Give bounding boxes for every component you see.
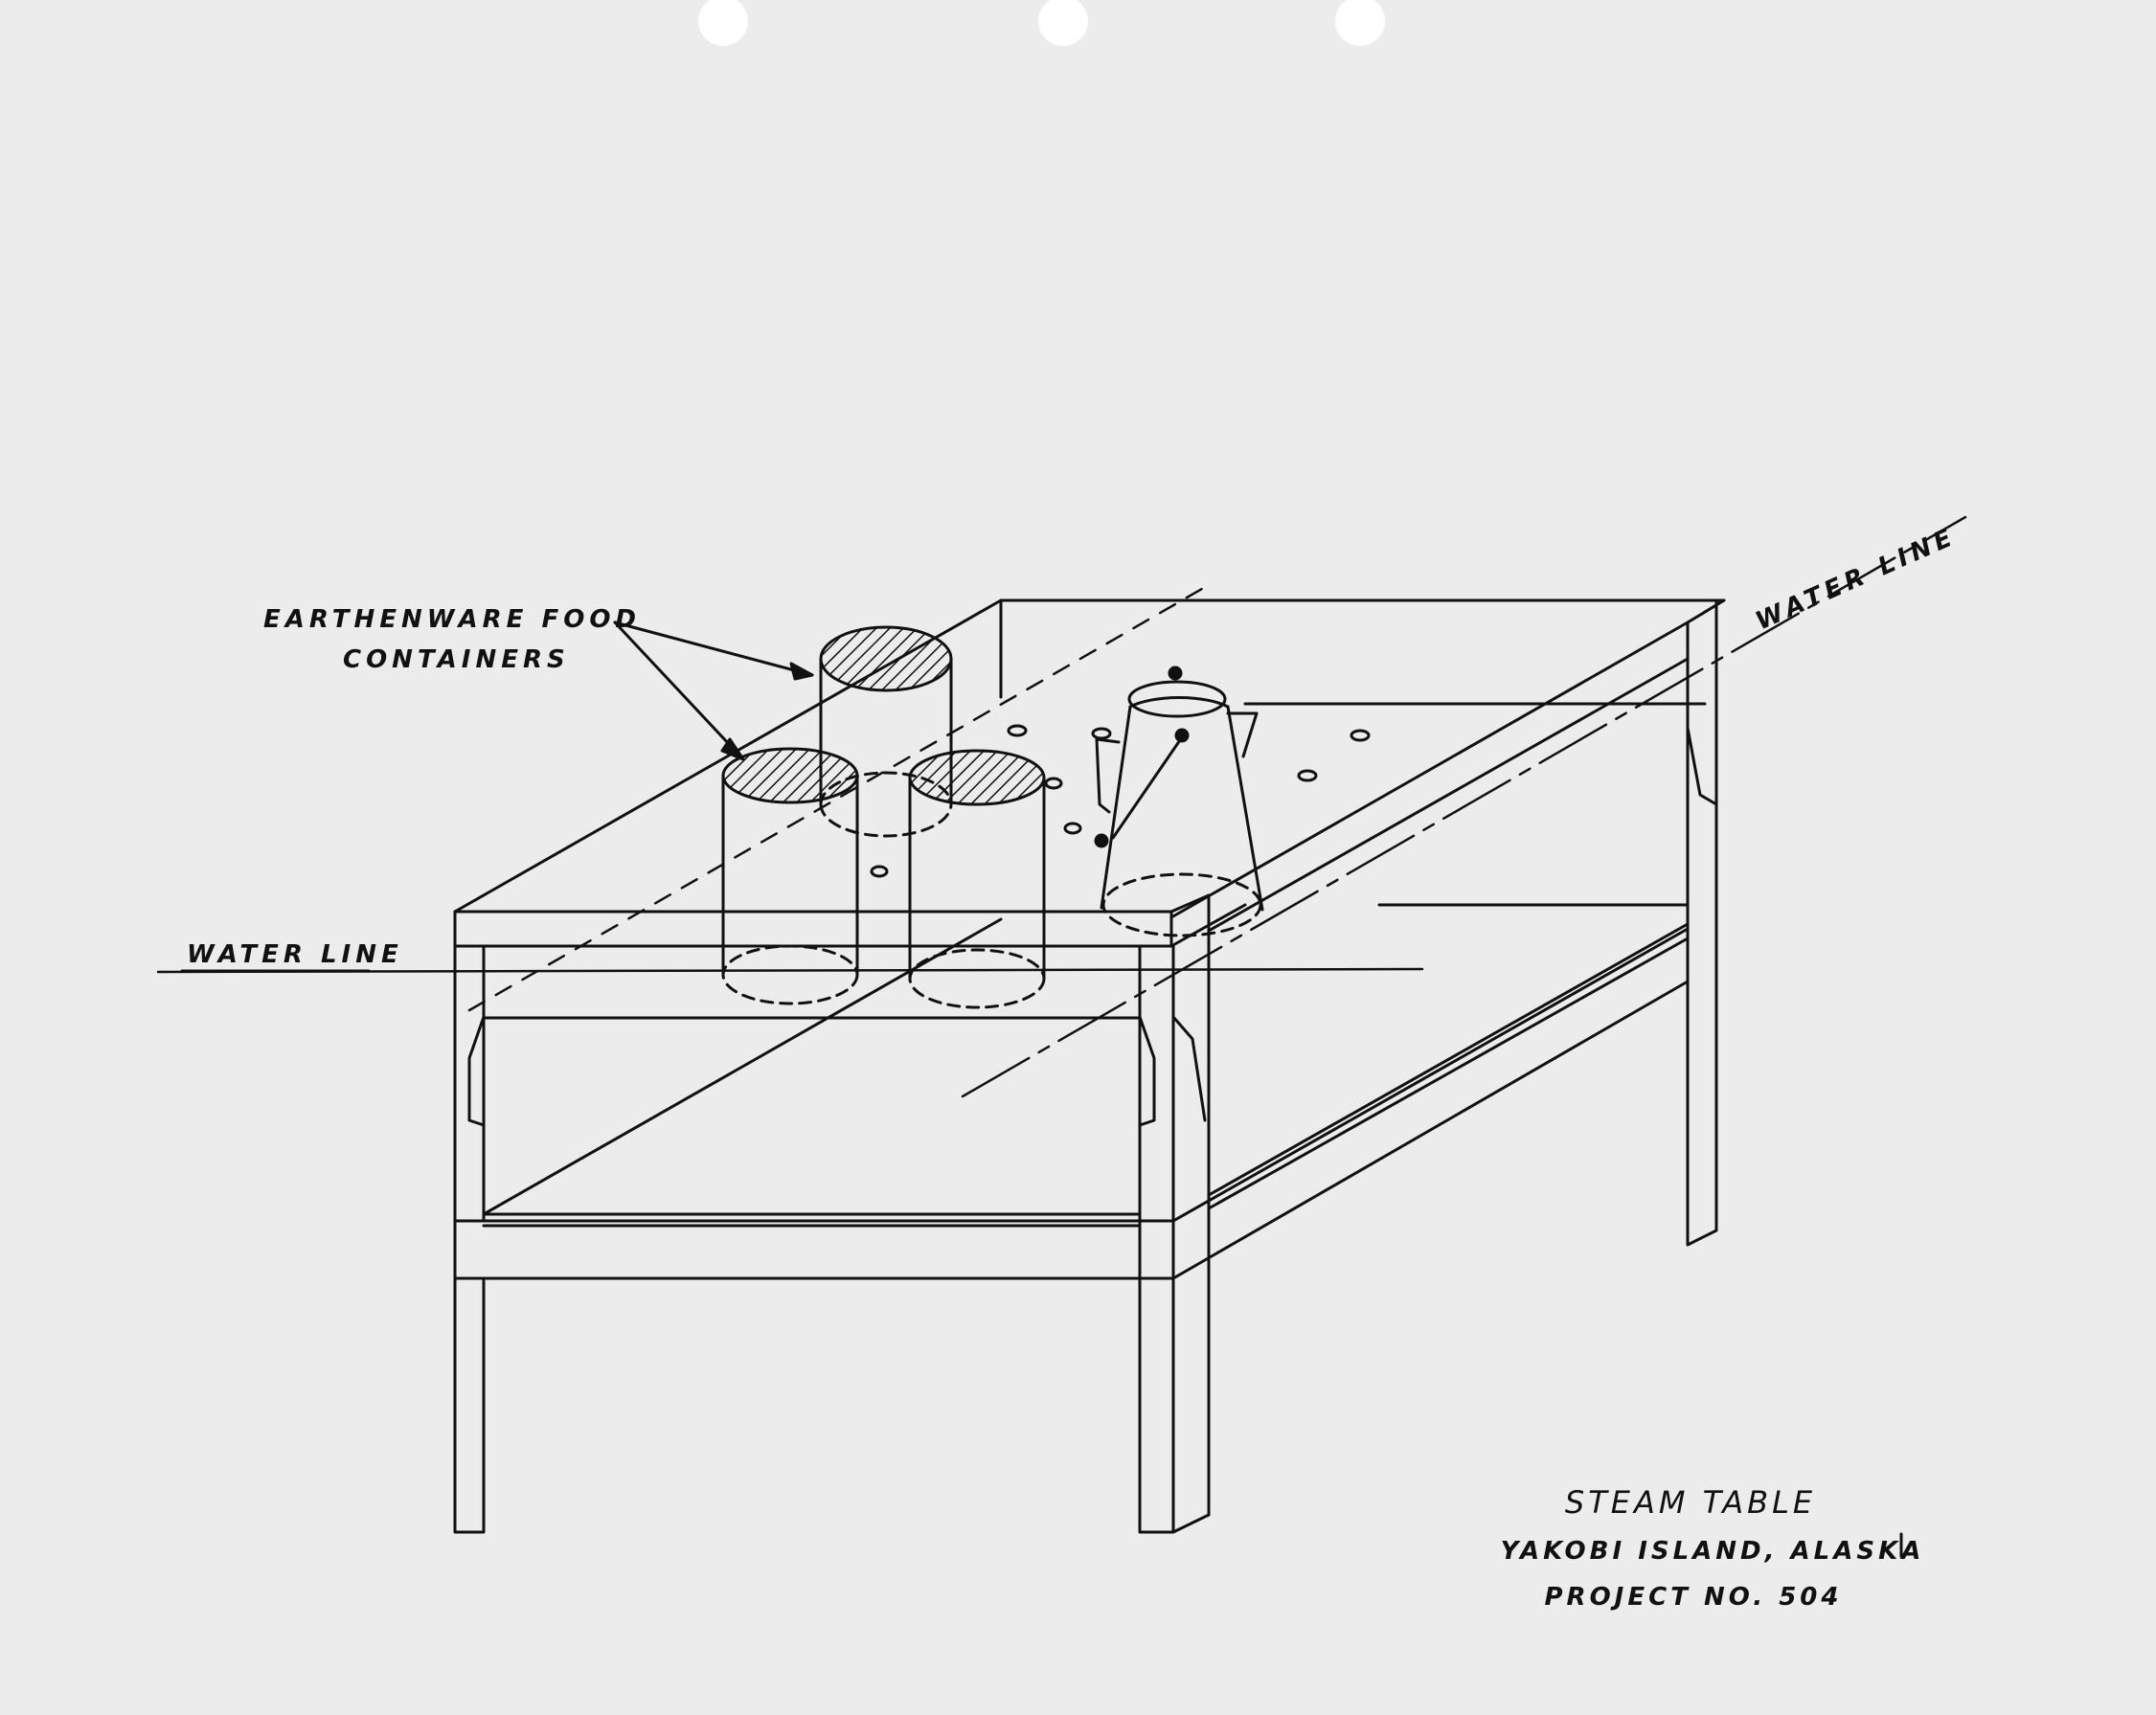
- food-container-front-right: [908, 749, 1046, 1009]
- table-back-wall: [999, 598, 1726, 699]
- lower-apron: [453, 927, 1690, 1280]
- water-line-left-label: WATER LINE: [187, 940, 403, 969]
- title-block-project: PROJECT NO. 504: [1545, 1583, 1843, 1612]
- title-block-title: STEAM TABLE: [1565, 1484, 1816, 1521]
- tray-front-rim: [453, 893, 1211, 948]
- water-line-right: [467, 515, 1967, 1098]
- water-line-left: [156, 967, 1424, 974]
- tray-inner-lines: [482, 903, 1690, 1216]
- tray-side-rim: [1169, 657, 1690, 948]
- drain-holes: [870, 724, 1371, 878]
- containers-label-line2: CONTAINERS: [343, 645, 570, 674]
- label-leaders: [613, 621, 814, 761]
- food-container-front-left: [721, 747, 859, 1005]
- food-container-back: [819, 625, 953, 838]
- containers-label-line1: EARTHENWARE FOOD: [263, 605, 641, 634]
- coffee-pot: [1094, 666, 1264, 937]
- title-block-location: YAKOBI ISLAND, ALASKA: [1501, 1537, 1925, 1566]
- front-right-post: [1138, 929, 1211, 1534]
- water-line-right-label: WATER LINE: [1752, 522, 1961, 636]
- arrowheads: [720, 662, 814, 761]
- punch-holes: [698, 0, 1385, 46]
- back-right-post: [1686, 598, 1718, 1247]
